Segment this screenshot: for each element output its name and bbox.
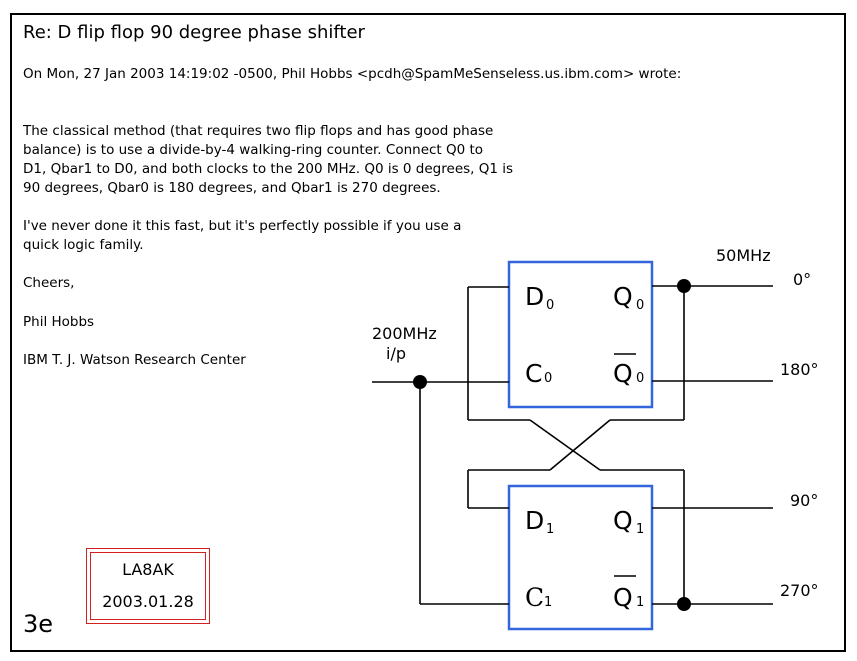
ff0-qbar-index: 0 (636, 371, 644, 386)
ham-stamp: LA8AK 2003.01.28 (86, 548, 210, 624)
output-frequency-label: 50MHz (716, 246, 771, 265)
flip-flop-1-box (507, 484, 654, 631)
output-90-label: 90° (790, 491, 818, 510)
body-line: quick logic family. (23, 237, 144, 253)
ff0-c-label: C (525, 359, 542, 388)
output-180-label: 180° (780, 360, 819, 379)
ff1-c-label: C (525, 583, 544, 612)
body-line: Cheers, (23, 275, 75, 291)
output-270-label: 270° (780, 581, 819, 600)
stamp-date: 2003.01.28 (102, 592, 194, 611)
wires (372, 285, 773, 605)
ff0-c-index: 0 (544, 371, 552, 386)
post-header: On Mon, 27 Jan 2003 14:19:02 -0500, Phil… (23, 66, 682, 82)
junction-dots (413, 279, 691, 611)
post-title: Re: D flip flop 90 degree phase shifter (23, 22, 365, 43)
body-line: Phil Hobbs (23, 314, 95, 330)
junction-dot (413, 375, 427, 389)
stamp-callsign: LA8AK (122, 560, 174, 579)
stamp-inner-border (90, 552, 206, 620)
ff0-qbar-label: Q (613, 359, 633, 388)
ff0-q-index: 0 (636, 298, 644, 313)
ff1-d-label: D (525, 506, 544, 535)
ff1-qbar-index: 1 (636, 595, 644, 610)
ff1-q-index: 1 (636, 522, 644, 537)
ff1-q-label: Q (613, 506, 633, 535)
ff1-d-index: 1 (546, 522, 554, 537)
body-line: D1, Qbar1 to D0, and both clocks to the … (23, 161, 514, 177)
body-line: IBM T. J. Watson Research Center (23, 352, 246, 368)
ff1-qbar-label: Q (613, 583, 633, 612)
page-frame (10, 13, 846, 652)
ff1-c-index: 1 (544, 595, 552, 610)
ff0-q-label: Q (613, 282, 633, 311)
junction-dot (677, 597, 691, 611)
junction-dot (677, 279, 691, 293)
output-0-label: 0° (793, 270, 811, 289)
input-frequency-label: 200MHz (372, 324, 437, 343)
body-line: 90 degrees, Qbar0 is 180 degrees, and Qb… (23, 180, 441, 196)
ff0-d-label: D (525, 282, 544, 311)
input-port-label: i/p (386, 344, 406, 363)
body-line: The classical method (that requires two … (23, 123, 494, 139)
page-label: 3e (23, 610, 54, 638)
body-line: balance) is to use a divide-by-4 walking… (23, 142, 484, 158)
flip-flop-0-box (507, 260, 654, 409)
body-line: I've never done it this fast, but it's p… (23, 218, 462, 234)
ff0-d-index: 0 (546, 298, 554, 313)
